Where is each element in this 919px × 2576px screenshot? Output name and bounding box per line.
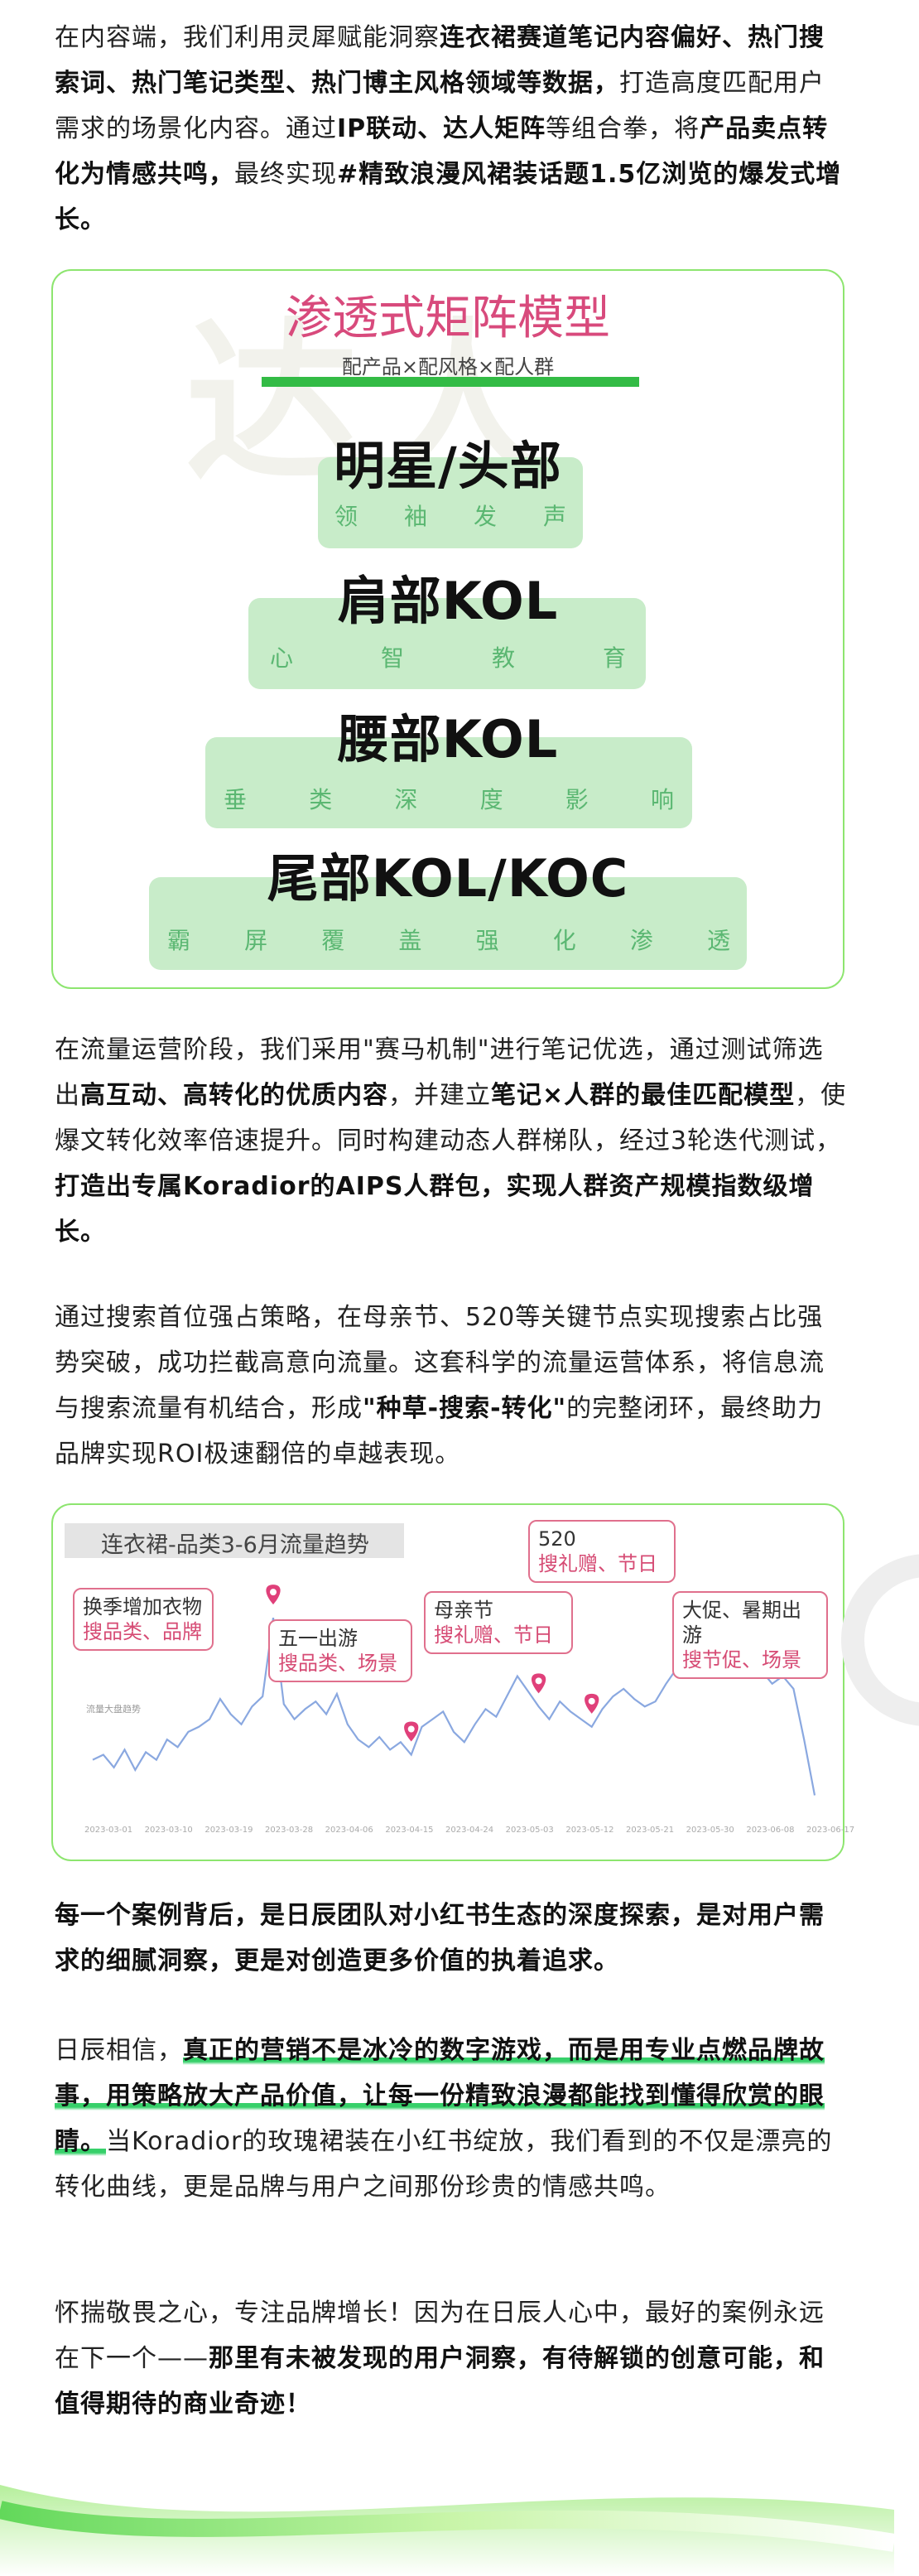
tier-name-waist: 腰部KOL xyxy=(337,709,559,769)
tier-name-tail: 尾部KOL/KOC xyxy=(267,848,629,909)
decorative-arc xyxy=(841,1554,919,1726)
intro-paragraph: 在内容端，我们利用灵犀赋能洞察连衣裙赛道笔记内容偏好、热门搜索词、热门笔记类型、… xyxy=(55,23,842,234)
tier-desc-shoulder: 心 智 教 育 xyxy=(270,644,626,672)
x-tick-label: 2023-03-19 xyxy=(204,1826,253,1835)
x-tick-label: 2023-03-28 xyxy=(265,1826,313,1835)
pin-icon xyxy=(404,1721,419,1742)
tier-desc-tail: 霸 屏 覆 盖 强 化 渗 透 xyxy=(167,927,730,954)
footer-wave xyxy=(0,2485,896,2576)
title-underline xyxy=(262,377,639,387)
x-tick-label: 2023-05-12 xyxy=(565,1826,613,1835)
tier-desc-star: 领 袖 发 声 xyxy=(334,503,566,530)
traffic-paragraph: 在流量运营阶段，我们采用"赛马机制"进行笔记优选，通过测试筛选出高互动、高转化的… xyxy=(55,1035,847,1247)
x-tick-label: 2023-03-10 xyxy=(145,1826,193,1835)
tier-box-shoulder xyxy=(248,598,646,689)
x-tick-label: 2023-04-15 xyxy=(385,1826,433,1835)
matrix-model-title: 渗透式矩阵模型 xyxy=(286,292,610,345)
x-tick-label: 2023-06-17 xyxy=(806,1826,854,1835)
pin-icon xyxy=(531,1673,546,1694)
annotation-mayday: 五一出游 搜品类、场景 xyxy=(268,1619,412,1682)
chart-inner-label: 流量大盘趋势 xyxy=(86,1703,141,1715)
tier-desc-waist: 垂 类 深 度 影 响 xyxy=(224,786,674,813)
chart-title-box xyxy=(65,1523,404,1558)
x-tick-label: 2023-03-01 xyxy=(84,1826,132,1835)
belief-paragraph: 日辰相信，真正的营销不是冰冷的数字游戏，而是用专业点燃品牌故事，用策略放大产品价… xyxy=(55,2036,833,2202)
annotation-mothers-day: 母亲节 搜礼赠、节日 xyxy=(424,1591,573,1654)
tier-name-star: 明星/头部 xyxy=(334,436,562,496)
pin-icon xyxy=(266,1585,281,1605)
tier-name-shoulder: 肩部KOL xyxy=(337,571,559,631)
traffic-trend-card: 连衣裙-品类3-6月流量趋势 流量大盘趋势 2023-03-01 2023-03-… xyxy=(51,1503,854,1861)
pin-icon xyxy=(585,1693,599,1714)
x-tick-label: 2023-06-08 xyxy=(746,1826,794,1835)
annotation-promo: 大促、暑期出游 搜节促、场景 xyxy=(672,1591,828,1679)
tier-box-tail xyxy=(149,877,747,970)
tier-box-star xyxy=(318,457,583,548)
x-tick-label: 2023-05-30 xyxy=(686,1826,734,1835)
chart-title: 连衣裙-品类3-6月流量趋势 xyxy=(101,1532,369,1558)
x-tick-label: 2023-05-03 xyxy=(506,1826,554,1835)
search-paragraph: 通过搜索首位强占策略，在母亲节、520等关键节点实现搜索占比强势突破，成功拦截高… xyxy=(55,1303,825,1469)
x-tick-label: 2023-04-24 xyxy=(445,1826,493,1835)
matrix-model-subtitle: 配产品×配风格×配人群 xyxy=(341,355,555,379)
x-tick-label: 2023-04-06 xyxy=(325,1826,373,1835)
matrix-model-card: 达人 渗透式矩阵模型 配产品×配风格×配人群 明星/头部 领 袖 发 声 肩部K… xyxy=(51,269,844,989)
insight-paragraph: 每一个案例背后，是日辰团队对小红书生态的深度探索，是对用户需求的细腻洞察，更是对… xyxy=(55,1901,825,1975)
tier-box-waist xyxy=(205,737,692,828)
annotation-520: 520 搜礼赠、节日 xyxy=(528,1520,676,1583)
closing-paragraph: 怀揣敬畏之心，专注品牌增长！因为在日辰人心中，最好的案例永远在下一个——那里有未… xyxy=(55,2299,825,2419)
annotation-season: 换季增加衣物 搜品类、品牌 xyxy=(73,1588,214,1651)
x-tick-label: 2023-05-21 xyxy=(626,1826,674,1835)
trend-chart: 流量大盘趋势 2023-03-01 2023-03-10 2023-03-19 202… xyxy=(84,1585,854,1835)
